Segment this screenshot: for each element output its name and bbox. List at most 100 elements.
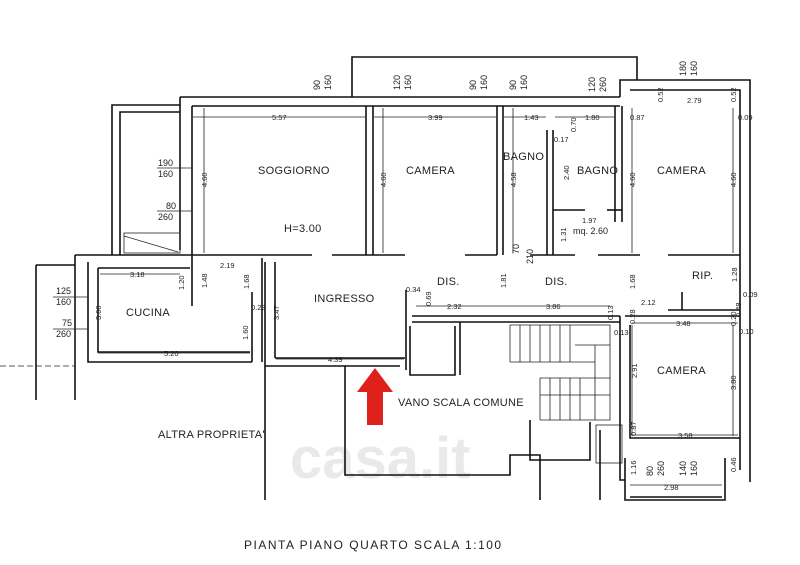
plan-label: 4.60 bbox=[200, 172, 209, 187]
plan-label: 5.20 bbox=[164, 349, 179, 358]
plan-label: 260 bbox=[56, 329, 71, 339]
room-cucina: CUCINA bbox=[126, 307, 170, 319]
dimension-labels: 5.57 3.99 1.43 1.80 0.87 2.79 0.52 0.52 … bbox=[94, 87, 758, 492]
plan-label: 5.57 bbox=[272, 113, 287, 122]
plan-label: 80 bbox=[645, 466, 655, 476]
plan-label: 1.43 bbox=[524, 113, 539, 122]
room-camera-1: CAMERA bbox=[406, 165, 455, 177]
room-vano-scala: VANO SCALA COMUNE bbox=[398, 397, 524, 409]
room-altra-proprieta: ALTRA PROPRIETA' bbox=[158, 429, 265, 441]
plan-label: 3.80 bbox=[729, 375, 738, 390]
room-soggiorno: SOGGIORNO bbox=[258, 165, 330, 177]
plan-label: 0.13 bbox=[606, 305, 615, 320]
plan-label: 0.52 bbox=[729, 87, 738, 102]
room-camera-3: CAMERA bbox=[657, 365, 706, 377]
plan-label: 3.48 bbox=[676, 319, 691, 328]
room-dis-1: DIS. bbox=[437, 276, 460, 288]
plan-label: 4.60 bbox=[729, 172, 738, 187]
entrance-arrow-icon bbox=[357, 368, 393, 425]
walls bbox=[0, 56, 751, 501]
plan-label: 80 bbox=[166, 201, 176, 211]
plan-label: 1.81 bbox=[499, 273, 508, 288]
plan-label: 75 bbox=[62, 318, 72, 328]
plan-label: 70 bbox=[511, 244, 521, 254]
plan-label: 160 bbox=[403, 75, 413, 90]
plan-label: 2.32 bbox=[447, 302, 462, 311]
plan-label: 1.68 bbox=[628, 274, 637, 289]
plan-label: 0.69 bbox=[424, 291, 433, 306]
room-bagno-2: BAGNO bbox=[577, 165, 618, 177]
plan-label: 4.39 bbox=[328, 355, 343, 364]
plan-label: 160 bbox=[479, 75, 489, 90]
plan-label: 0.87 bbox=[630, 113, 645, 122]
room-camera-2: CAMERA bbox=[657, 165, 706, 177]
plan-label: 190 bbox=[158, 158, 173, 168]
plan-label: 0.48 bbox=[734, 302, 743, 317]
plan-title: PIANTA PIANO QUARTO SCALA 1:100 bbox=[244, 538, 503, 552]
plan-label: 1.28 bbox=[730, 267, 739, 282]
plan-label: 2.98 bbox=[664, 483, 679, 492]
plan-label: 1.60 bbox=[241, 325, 250, 340]
plan-label: 1.68 bbox=[242, 274, 251, 289]
plan-label: 160 bbox=[689, 61, 699, 76]
plan-label: 0.28 bbox=[628, 309, 637, 324]
plan-label: 0.46 bbox=[729, 457, 738, 472]
plan-label: 4.60 bbox=[628, 172, 637, 187]
plan-label: 0.13 bbox=[614, 328, 629, 337]
plan-label: 260 bbox=[598, 77, 608, 92]
plan-label: 0.70 bbox=[569, 117, 578, 132]
plan-label: 90 bbox=[508, 80, 518, 90]
plan-label: 2.91 bbox=[630, 363, 639, 378]
plan-label: 1.80 bbox=[585, 113, 600, 122]
plan-label: 0.52 bbox=[656, 87, 665, 102]
plan-label: 160 bbox=[158, 169, 173, 179]
plan-label: 0.09 bbox=[743, 290, 758, 299]
room-bagno-1: BAGNO bbox=[503, 151, 544, 163]
plan-label: 160 bbox=[56, 297, 71, 307]
plan-label: 2.79 bbox=[687, 96, 702, 105]
plan-label: 4.58 bbox=[509, 172, 518, 187]
dimension-lines bbox=[98, 108, 738, 486]
plan-label: 1.48 bbox=[200, 273, 209, 288]
plan-label: 2.40 bbox=[562, 165, 571, 180]
plan-label: 160 bbox=[323, 75, 333, 90]
watermark: casa.it bbox=[290, 426, 471, 491]
plan-label: 3.47 bbox=[272, 305, 281, 320]
plan-label: 1.20 bbox=[177, 275, 186, 290]
plan-label: 0.87 bbox=[629, 421, 638, 436]
plan-label: 1.16 bbox=[629, 460, 638, 475]
area-label: mq. 2.60 bbox=[573, 226, 608, 236]
plan-label: 2.12 bbox=[641, 298, 656, 307]
ceiling-height: H=3.00 bbox=[284, 223, 322, 235]
plan-label: 180 bbox=[678, 61, 688, 76]
plan-label: 0.23 bbox=[251, 303, 266, 312]
plan-label: 0.34 bbox=[406, 285, 421, 294]
plan-label: 3.00 bbox=[94, 305, 103, 320]
plan-label: 3.58 bbox=[678, 431, 693, 440]
room-ingresso: INGRESSO bbox=[314, 293, 375, 305]
plan-label: 160 bbox=[519, 75, 529, 90]
plan-label: 140 bbox=[678, 461, 688, 476]
plan-label: 125 bbox=[56, 286, 71, 296]
plan-label: 0.20 bbox=[729, 311, 738, 326]
room-rip: RIP. bbox=[692, 270, 713, 282]
plan-label: 4.60 bbox=[379, 172, 388, 187]
plan-label: 90 bbox=[468, 80, 478, 90]
plan-label: 160 bbox=[689, 461, 699, 476]
plan-label: 0.09 bbox=[738, 113, 753, 122]
plan-label: 1.97 bbox=[582, 216, 597, 225]
plan-label: 3.18 bbox=[130, 270, 145, 279]
plan-label: 3.86 bbox=[546, 302, 561, 311]
plan-label: 0.10 bbox=[739, 327, 754, 336]
plan-label: 260 bbox=[656, 461, 666, 476]
room-labels: SOGGIORNO CAMERA BAGNO BAGNO CAMERA CUCI… bbox=[126, 151, 713, 441]
room-dis-2: DIS. bbox=[545, 276, 568, 288]
plan-label: 120 bbox=[392, 75, 402, 90]
plan-label: 1.31 bbox=[559, 227, 568, 242]
plan-label: 260 bbox=[158, 212, 173, 222]
plan-label: 0.17 bbox=[554, 135, 569, 144]
plan-label: 120 bbox=[587, 77, 597, 92]
plan-label: 90 bbox=[312, 80, 322, 90]
